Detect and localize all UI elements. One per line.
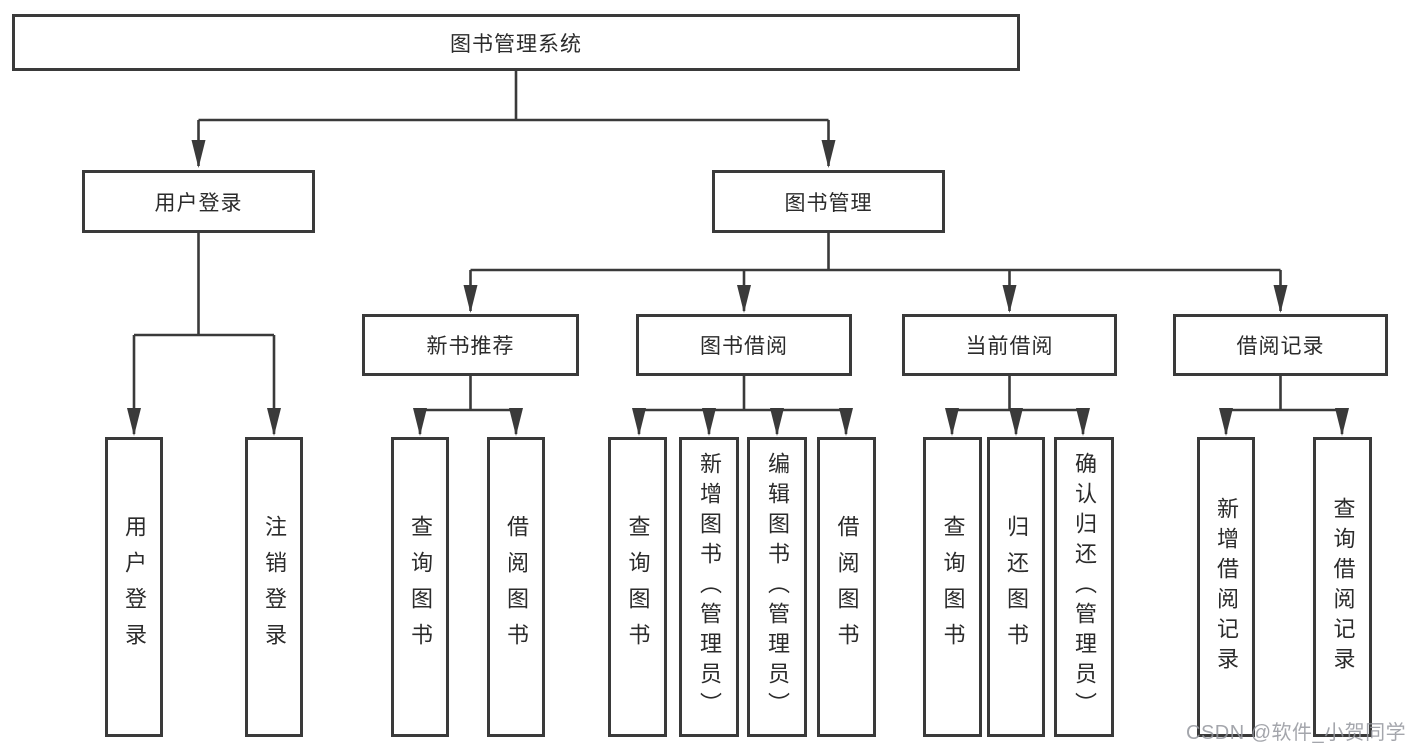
- node-book-management: 图书管理: [712, 170, 945, 233]
- leaf-add-book-admin: 新增图书（管理员）: [679, 437, 739, 737]
- csdn-watermark: CSDN @软件_小贺同学: [1186, 722, 1405, 744]
- leaf-query-borrow-record: 查询借阅记录: [1313, 437, 1372, 737]
- leaf-query-book-recommend: 查询图书: [391, 437, 449, 737]
- leaf-edit-book-admin: 编辑图书（管理员）: [747, 437, 807, 737]
- leaf-add-borrow-record: 新增借阅记录: [1197, 437, 1255, 737]
- leaf-query-book-current: 查询图书: [923, 437, 982, 737]
- node-book-borrow: 图书借阅: [636, 314, 852, 376]
- leaf-logout-login: 注销登录: [245, 437, 303, 737]
- node-new-book-recommend: 新书推荐: [362, 314, 579, 376]
- leaf-return-book: 归还图书: [987, 437, 1045, 737]
- node-user-login: 用户登录: [82, 170, 315, 233]
- leaf-borrow-book: 借阅图书: [817, 437, 876, 737]
- node-library-management-system: 图书管理系统: [12, 14, 1020, 71]
- node-borrow-records: 借阅记录: [1173, 314, 1388, 376]
- leaf-query-book-borrow: 查询图书: [608, 437, 667, 737]
- leaf-borrow-book-recommend: 借阅图书: [487, 437, 545, 737]
- leaf-confirm-return-admin: 确认归还（管理员）: [1054, 437, 1114, 737]
- leaf-user-login: 用户登录: [105, 437, 163, 737]
- node-current-borrow: 当前借阅: [902, 314, 1117, 376]
